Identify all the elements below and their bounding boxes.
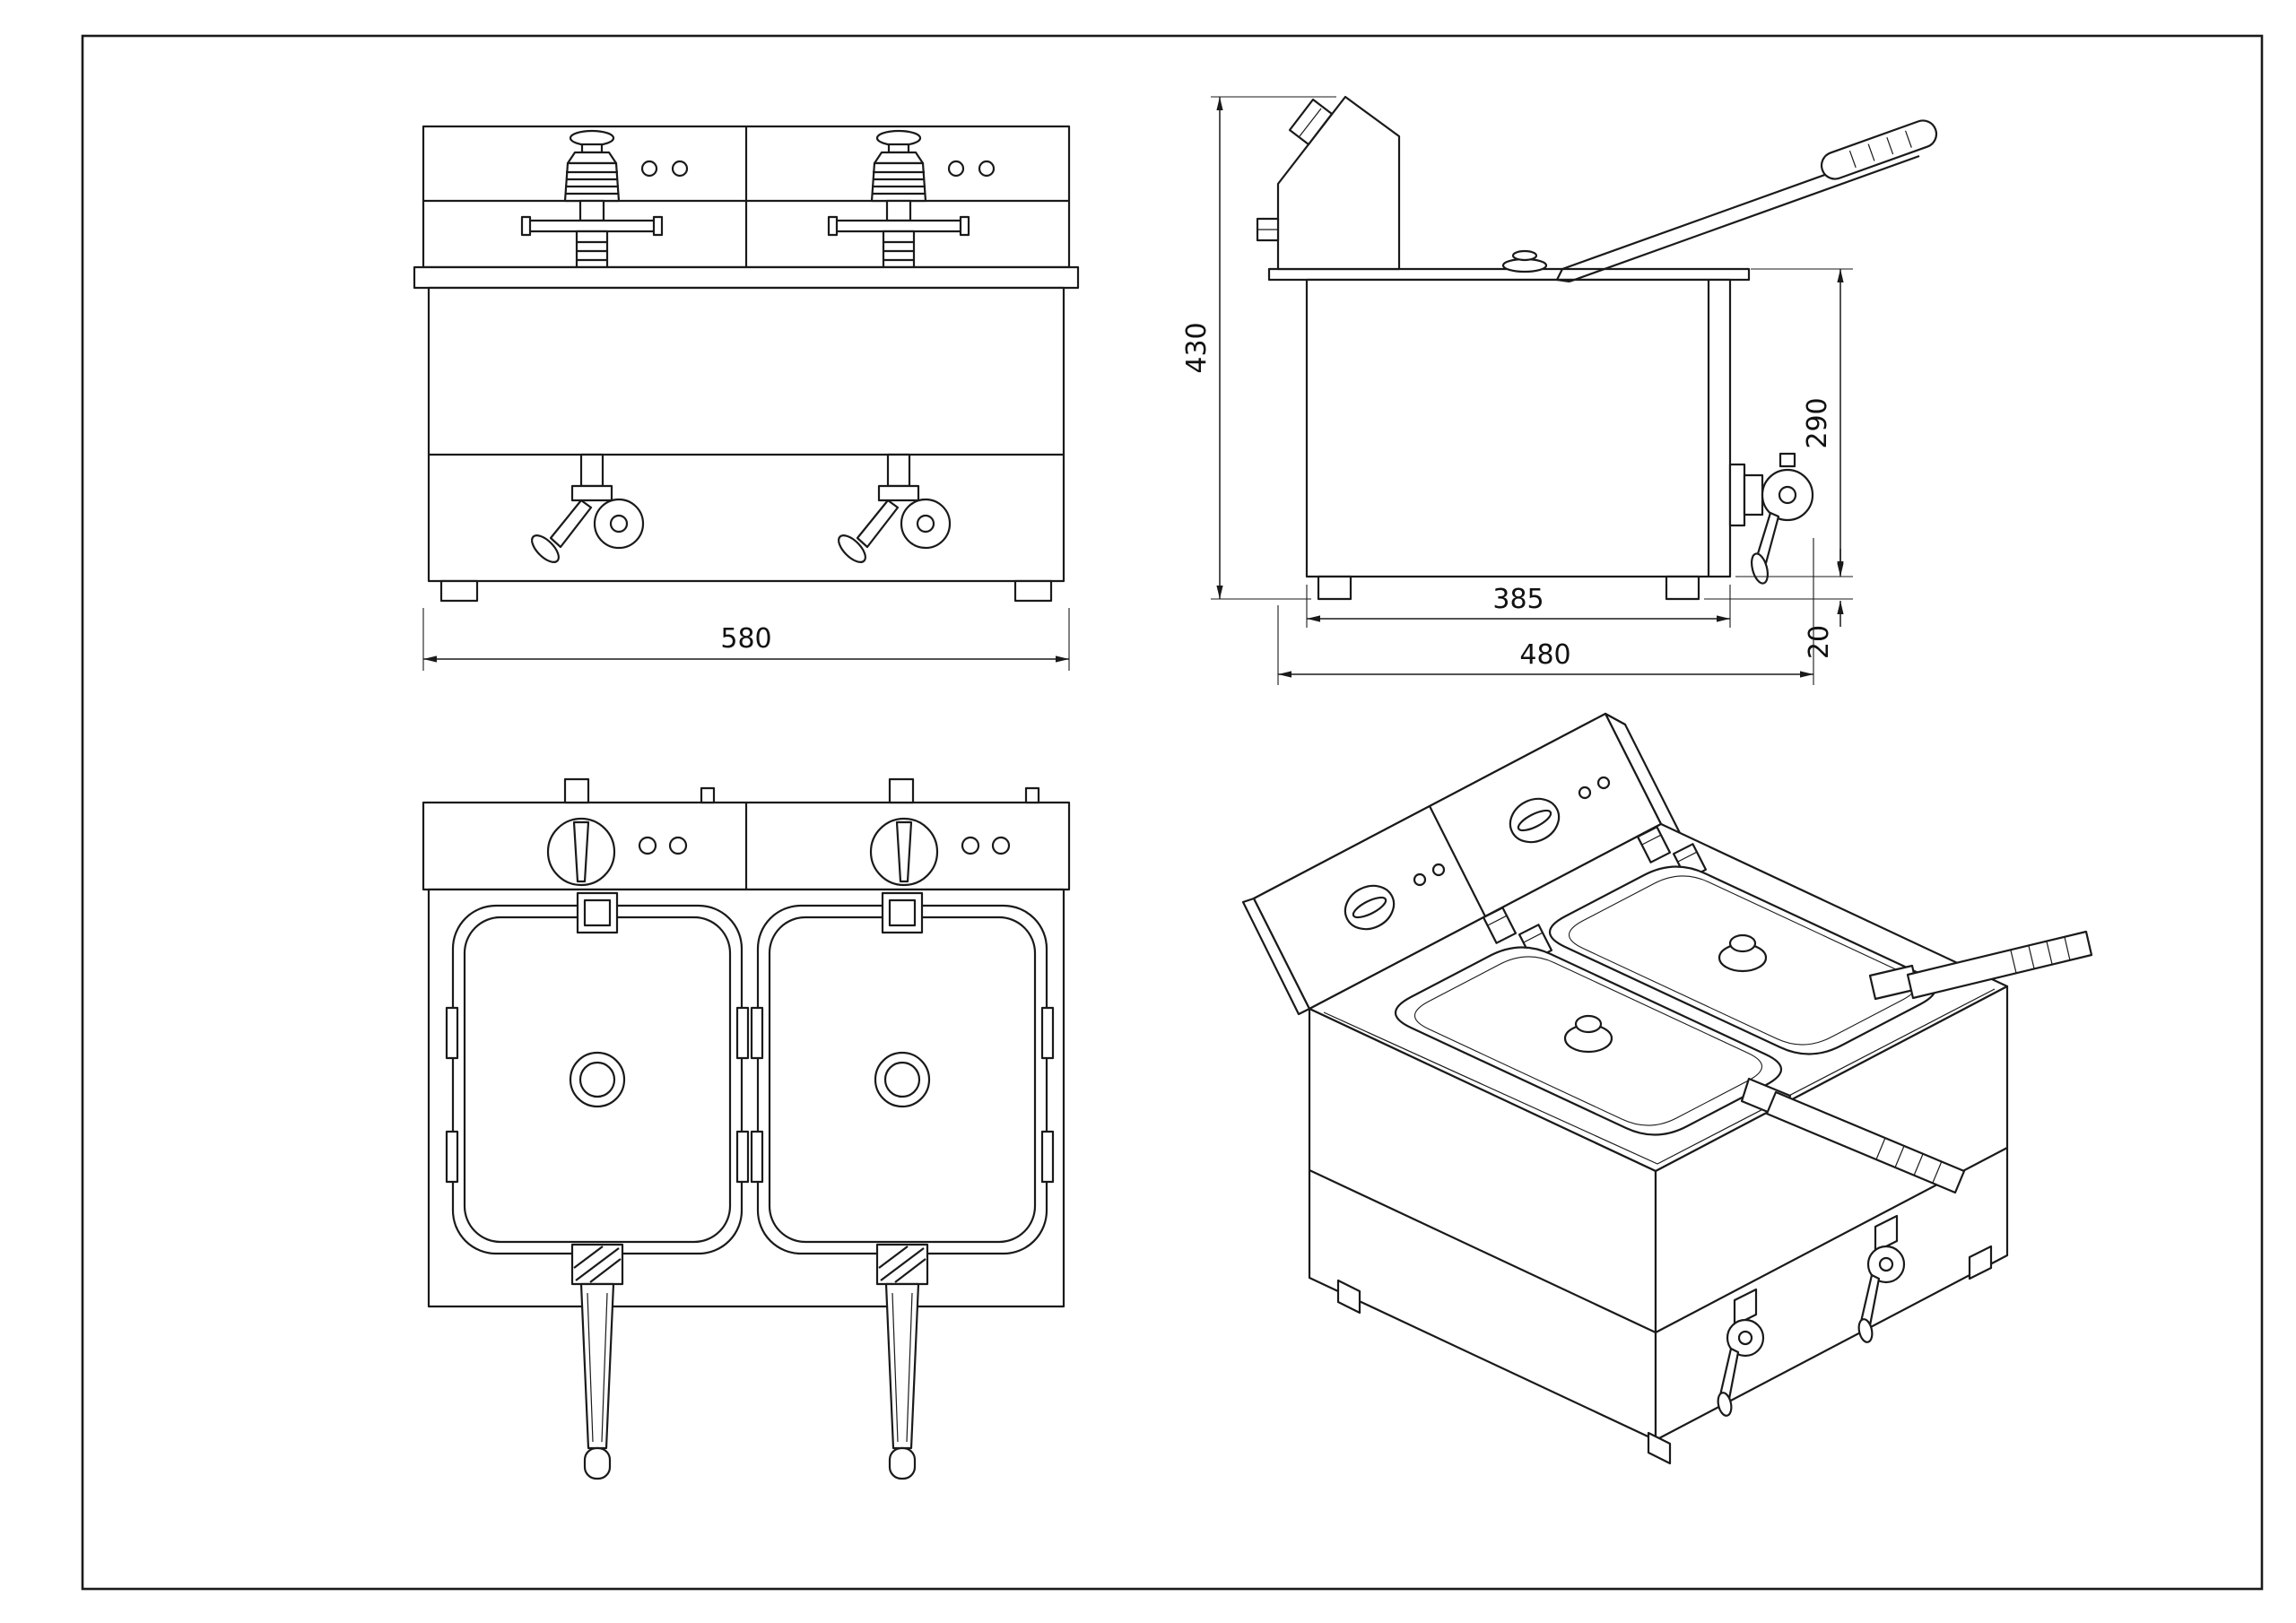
dim-overall-height: 430 bbox=[1181, 322, 1213, 373]
dim-body-height: 290 bbox=[1802, 397, 1833, 448]
indicator-light bbox=[640, 160, 658, 178]
isometric-view bbox=[1241, 712, 2093, 1465]
foot bbox=[1013, 579, 1053, 603]
fryer-body bbox=[427, 286, 1065, 583]
front-view bbox=[413, 125, 1080, 603]
fryer-lid-left bbox=[445, 891, 750, 1480]
indicator-light bbox=[668, 836, 688, 855]
drain-tap bbox=[1728, 452, 1814, 585]
foot bbox=[439, 579, 479, 603]
indicator-light bbox=[1596, 776, 1611, 790]
foot bbox=[1647, 1431, 1672, 1465]
foot bbox=[1968, 1245, 1993, 1280]
basket-handle-right bbox=[1906, 930, 2093, 1000]
fryer-lid-right bbox=[750, 891, 1055, 1480]
indicator-light bbox=[961, 836, 980, 855]
indicator-light bbox=[671, 160, 689, 178]
foot bbox=[1336, 1279, 1361, 1315]
basket-handle-front bbox=[1765, 1090, 1966, 1194]
indicator-light bbox=[991, 836, 1011, 855]
basket-handle bbox=[1555, 119, 1938, 283]
dim-foot-height: 20 bbox=[1804, 625, 1835, 659]
dim-front-width: 580 bbox=[720, 623, 771, 655]
indicator-light bbox=[1578, 785, 1592, 800]
foot bbox=[1317, 575, 1352, 601]
fryer-body bbox=[1305, 278, 1732, 578]
indicator-light bbox=[1413, 872, 1427, 887]
dimension-annotations: 580 430 290 20 385 480 bbox=[422, 96, 1853, 685]
foot bbox=[1665, 575, 1700, 601]
side-view bbox=[1256, 95, 1938, 601]
worktop-rim bbox=[413, 265, 1080, 290]
top-view bbox=[422, 777, 1071, 1480]
indicator-light bbox=[1431, 863, 1446, 877]
drain-tap bbox=[1717, 1288, 1765, 1417]
border-frame bbox=[81, 34, 2264, 1591]
dim-body-depth: 385 bbox=[1492, 584, 1544, 615]
drain-tap bbox=[1857, 1214, 1906, 1343]
dim-overall-depth: 480 bbox=[1519, 639, 1570, 671]
control-panel bbox=[1276, 95, 1401, 271]
indicator-light bbox=[978, 160, 996, 178]
indicator-light bbox=[638, 836, 657, 855]
indicator-light bbox=[947, 160, 965, 178]
